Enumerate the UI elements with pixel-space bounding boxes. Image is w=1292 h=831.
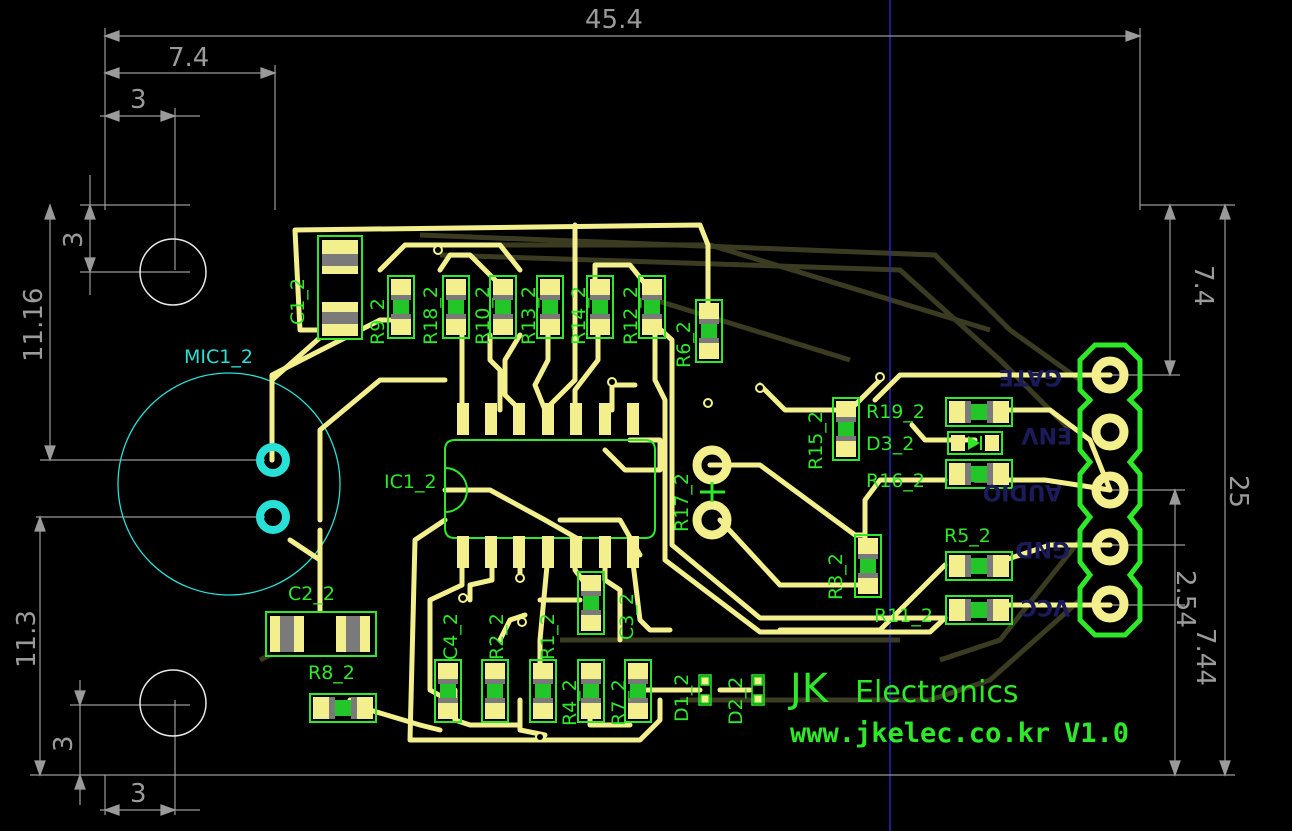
r7-resistor — [624, 659, 652, 723]
r18-resistor — [442, 275, 470, 339]
label-d3: D3_2 — [866, 433, 914, 455]
c1-capacitor — [317, 235, 363, 340]
label-r10: R10_2 — [472, 286, 494, 345]
label-r9: R9_2 — [367, 298, 389, 345]
label-c4: C4_2 — [440, 613, 462, 660]
connector-label-env: ENV — [1022, 422, 1072, 447]
dim-pin-pitch: 2.54 — [1170, 570, 1200, 628]
dim-height-total: 25 — [1223, 475, 1253, 508]
c4-capacitor — [434, 659, 462, 723]
r12-resistor — [638, 275, 666, 339]
connector-label-vcc: VCC — [1021, 594, 1070, 619]
label-mic1: MIC1_2 — [184, 346, 253, 368]
connector-label-gate: GATE — [999, 364, 1062, 389]
label-d2: D2_2 — [725, 677, 747, 725]
dim-right-top: 7.4 — [1188, 265, 1218, 306]
dim-width-total: 45.4 — [585, 5, 643, 35]
dim-left-offset: 7.4 — [168, 43, 209, 73]
r8-resistor — [309, 693, 377, 723]
smd-components — [387, 275, 882, 723]
label-r11: R11_2 — [874, 605, 933, 627]
dim-mid-height: 11.16 — [19, 288, 49, 362]
mounting-hole-bottom — [139, 669, 207, 737]
brand-url: www.jkelec.co.kr — [790, 718, 1050, 749]
label-r14: R14_2 — [568, 286, 590, 345]
brand-electronics: Electronics — [855, 675, 1019, 710]
header-connector — [1077, 342, 1143, 638]
c3-capacitor — [577, 571, 605, 635]
label-r3: R3_2 — [825, 553, 847, 600]
c2-capacitor — [265, 611, 377, 657]
connector-label-audio: AUDIO — [983, 479, 1062, 504]
r17-pads — [692, 445, 732, 540]
mic-outline — [117, 372, 341, 596]
top-layer-traces — [269, 222, 1113, 743]
r3-resistor — [854, 534, 882, 598]
r2-resistor — [481, 659, 509, 723]
label-r13: R13_2 — [518, 286, 540, 345]
r9-resistor — [387, 275, 415, 339]
r16-resistor — [945, 459, 1013, 489]
dim-bottom-left-y: 3 — [49, 735, 79, 752]
r15-resistor — [832, 397, 860, 461]
label-r1: R1_2 — [537, 613, 559, 660]
brand-jk: JK — [787, 666, 830, 712]
label-r5: R5_2 — [944, 525, 991, 547]
r14-resistor — [586, 275, 614, 339]
r13-resistor — [536, 275, 564, 339]
dimension-annotations: 45.4 7.4 3 3 11.16 11.3 3 3 7.4 25 2.54 … — [12, 5, 1253, 816]
r5-resistor — [945, 551, 1013, 581]
dim-bottom-left-x: 3 — [130, 779, 147, 809]
vias — [433, 245, 885, 742]
r10-resistor — [489, 275, 517, 339]
mounting-hole-top — [139, 238, 207, 306]
label-r6: R6_2 — [673, 321, 695, 368]
brand-silkscreen: JK Electronics www.jkelec.co.kr V1.0 — [787, 666, 1129, 749]
label-r12: R12_2 — [620, 286, 642, 345]
r11-resistor — [945, 595, 1013, 625]
component-labels: C1_2 R9_2 R18_2 R10_2 R13_2 R14_2 R12_2 … — [184, 278, 991, 726]
label-r17: R17_2 — [671, 473, 693, 532]
d3-diode-symbol — [947, 431, 1003, 455]
connector-bottom-silk: GATE ENV AUDIO GND VCC — [983, 364, 1072, 619]
label-d1: D1_2 — [671, 674, 693, 722]
label-r2: R2_2 — [486, 613, 508, 660]
mic-pads — [256, 443, 290, 534]
dim-right-bottom: 7.44 — [1190, 628, 1220, 686]
horizontal-resistors — [309, 397, 1013, 723]
label-c1: C1_2 — [287, 278, 309, 325]
r6-resistor — [695, 299, 723, 363]
label-ic1: IC1_2 — [384, 471, 437, 493]
ic1-soic14 — [444, 403, 656, 568]
r4-resistor — [577, 659, 605, 723]
brand-version: V1.0 — [1064, 718, 1129, 749]
label-r18: R18_2 — [420, 286, 442, 345]
label-c2: C2_2 — [288, 583, 335, 605]
label-r7: R7_2 — [608, 679, 630, 726]
connector-label-gnd: GND — [1015, 536, 1070, 561]
dim-lower-height: 11.3 — [12, 610, 42, 668]
label-c3: C3_2 — [616, 593, 638, 640]
label-r8: R8_2 — [308, 662, 355, 684]
label-r16: R16_2 — [866, 470, 925, 492]
label-r19: R19_2 — [866, 401, 925, 423]
r1-resistor — [529, 659, 557, 723]
label-r4: R4_2 — [559, 679, 581, 726]
dim-hole-offset-y: 3 — [59, 231, 89, 248]
r19-resistor — [945, 397, 1013, 427]
d1-d2-diodes — [698, 674, 765, 706]
label-r15: R15_2 — [805, 411, 827, 470]
dim-hole-offset-x: 3 — [130, 85, 147, 115]
